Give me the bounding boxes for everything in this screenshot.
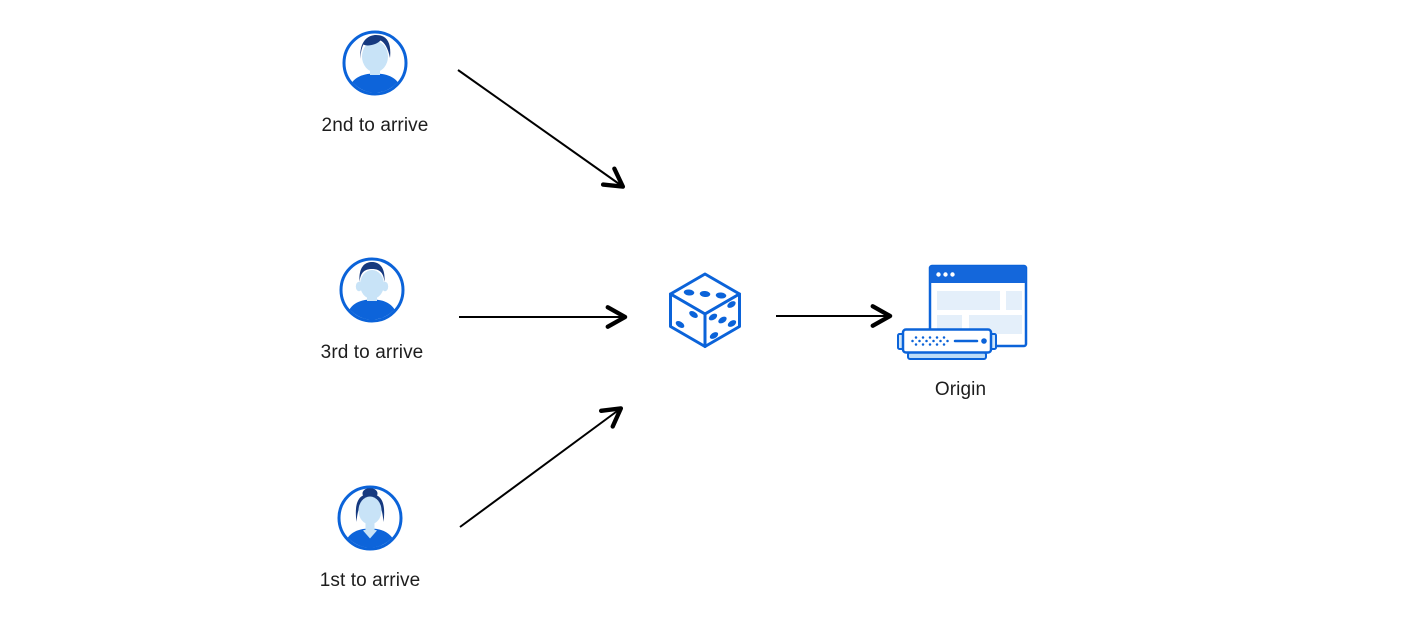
- actor-label: 1st to arrive: [319, 570, 421, 591]
- actor-label: 3rd to arrive: [320, 342, 424, 363]
- female-avatar-bun-hair-icon: [337, 485, 403, 551]
- arrow-first-to-dice: [459, 406, 624, 528]
- arrow-second-to-dice: [457, 69, 626, 189]
- server-vent-dots: [911, 336, 949, 346]
- actor-third-arrival: 3rd to arrive: [304, 257, 440, 363]
- dice-icon: [669, 272, 741, 348]
- browser-window-icon: [928, 264, 1028, 348]
- origin-node: Origin: [893, 264, 1028, 400]
- male-avatar-swoosh-hair-icon: [342, 30, 408, 96]
- male-avatar-short-hair-icon: [339, 257, 405, 323]
- actor-second-arrival: 2nd to arrive: [307, 30, 443, 136]
- actor-first-arrival: 1st to arrive: [302, 485, 438, 591]
- origin-label: Origin: [934, 379, 987, 400]
- dice-pips: [675, 289, 737, 339]
- server-icon: [897, 328, 997, 360]
- actor-label: 2nd to arrive: [321, 115, 429, 136]
- origin-server-browser-icon: [897, 264, 1028, 360]
- random-selection-node: [668, 272, 742, 349]
